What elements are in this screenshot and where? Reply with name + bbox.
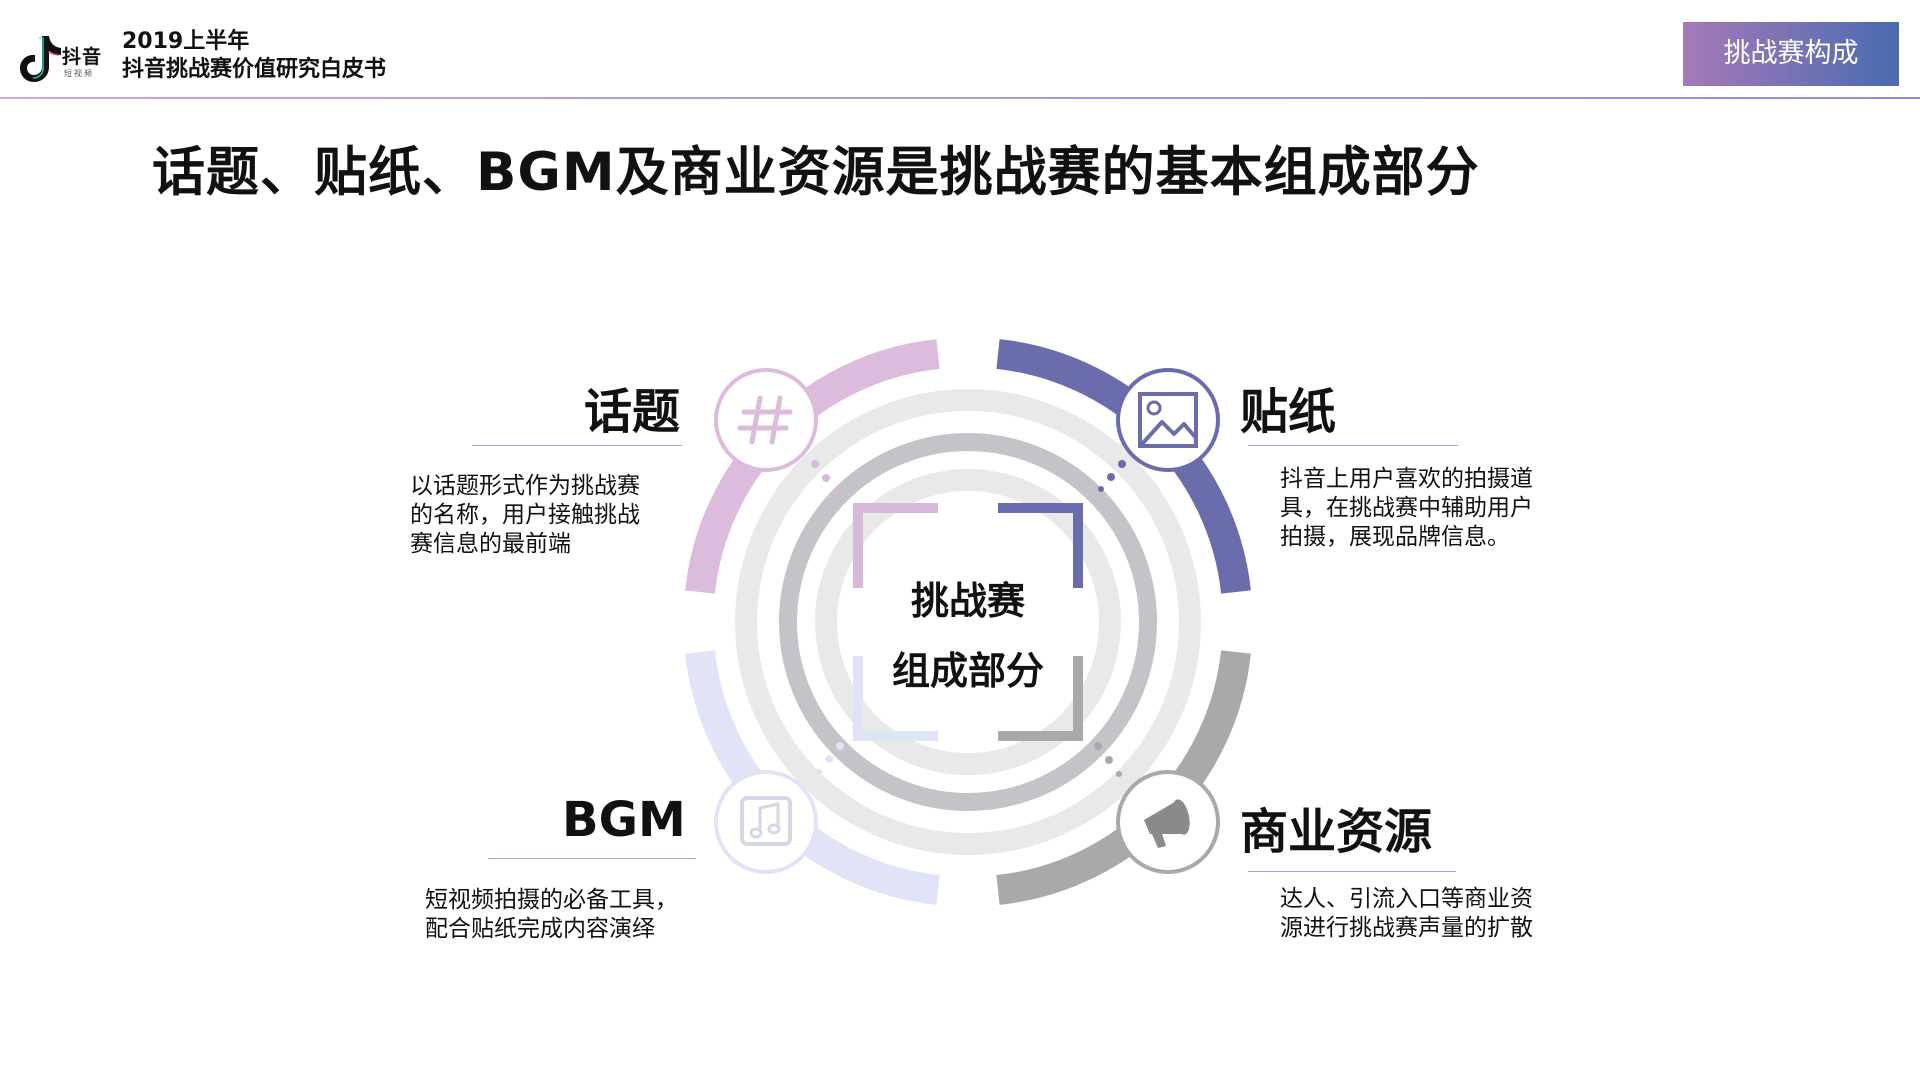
component-desc-sticker: 抖音上用户喜欢的拍摄道 具，在挑战赛中辅助用户 拍摄，展现品牌信息。 xyxy=(1280,465,1533,552)
desc-line: 的名称，用户接触挑战 xyxy=(410,502,640,528)
component-desc-bgm: 短视频拍摄的必备工具， 配合贴纸完成内容演绎 xyxy=(425,886,678,944)
center-label-line1: 挑战赛 xyxy=(910,579,1025,623)
center-label-line2: 组成部分 xyxy=(891,649,1044,693)
desc-line: 达人、引流入口等商业资 xyxy=(1280,886,1533,912)
component-desc-topic: 以话题形式作为挑战赛 的名称，用户接触挑战 赛信息的最前端 xyxy=(410,472,640,559)
divider-sticker xyxy=(1248,445,1458,446)
dots-business xyxy=(1094,742,1122,777)
ring-middle-dark xyxy=(779,433,1157,811)
component-desc-business: 达人、引流入口等商业资 源进行挑战赛声量的扩散 xyxy=(1280,885,1533,943)
desc-line: 源进行挑战赛声量的扩散 xyxy=(1280,915,1533,941)
megaphone-icon xyxy=(1116,770,1220,874)
section-tag[interactable]: 挑战赛构成 xyxy=(1683,22,1899,86)
desc-line: 配合贴纸完成内容演绎 xyxy=(425,916,655,942)
report-title: 2019上半年 抖音挑战赛价值研究白皮书 xyxy=(122,28,386,84)
ring-outer-light xyxy=(735,389,1201,855)
page-title: 话题、贴纸、BGM及商业资源是挑战赛的基本组成部分 xyxy=(152,142,1480,203)
dots-sticker xyxy=(1098,460,1126,492)
logo-subtext: 短视频 xyxy=(64,69,94,78)
desc-line: 具，在挑战赛中辅助用户 xyxy=(1280,495,1533,521)
divider-bgm xyxy=(488,858,696,859)
desc-line: 赛信息的最前端 xyxy=(410,531,571,557)
music-icon xyxy=(714,770,818,874)
report-title-line1: 2019上半年 xyxy=(122,29,250,54)
desc-line: 抖音上用户喜欢的拍摄道 xyxy=(1280,466,1533,492)
dots-topic xyxy=(811,460,839,494)
bracket-top-left xyxy=(853,503,938,588)
component-title-sticker: 贴纸 xyxy=(1240,384,1337,440)
report-title-line2: 抖音挑战赛价值研究白皮书 xyxy=(122,57,387,82)
header-divider xyxy=(0,97,1920,99)
bracket-top-right xyxy=(998,503,1083,588)
douyin-logo[interactable]: 抖音 短视频 xyxy=(18,30,128,86)
music-note-logo-icon xyxy=(20,36,61,82)
image-icon xyxy=(1116,368,1220,472)
desc-line: 短视频拍摄的必备工具， xyxy=(425,887,678,913)
component-title-topic: 话题 xyxy=(584,384,681,440)
bracket-bottom-right xyxy=(998,656,1083,741)
dots-bgm xyxy=(816,742,844,775)
logo-text: 抖音 xyxy=(62,46,103,68)
hash-icon xyxy=(714,368,818,472)
divider-topic xyxy=(472,445,682,446)
component-title-bgm: BGM xyxy=(562,792,686,848)
header: 抖音 短视频 2019上半年 抖音挑战赛价值研究白皮书 挑战赛构成 xyxy=(0,0,1920,99)
desc-line: 以话题形式作为挑战赛 xyxy=(410,473,640,499)
component-title-business: 商业资源 xyxy=(1240,804,1433,860)
divider-business xyxy=(1248,871,1456,872)
desc-line: 拍摄，展现品牌信息。 xyxy=(1280,524,1510,550)
bracket-bottom-left xyxy=(853,656,938,741)
ring-inner-light xyxy=(815,469,1121,775)
